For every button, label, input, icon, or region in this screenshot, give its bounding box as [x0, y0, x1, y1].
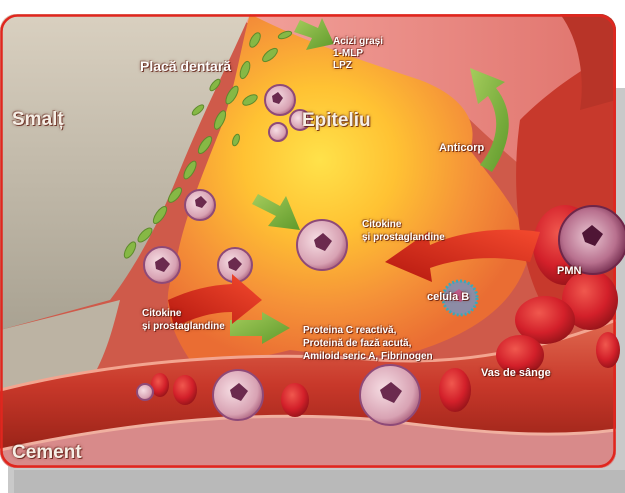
label-pmn: PMN — [557, 265, 581, 278]
label-cement: Cement — [12, 442, 82, 464]
label-smalt: Smalț — [12, 109, 64, 131]
label-amiloid: Amiloid seric A, Fibrinogen — [303, 351, 433, 363]
label-citokine-left-2: și prostaglandine — [142, 321, 225, 333]
label-proteina-c: Proteina C reactivă, — [303, 325, 396, 337]
label-lpz: LPZ — [333, 60, 352, 72]
label-vas-de-sange: Vas de sânge — [481, 367, 551, 380]
label-anticorp: Anticorp — [439, 142, 484, 155]
label-proteina-faza: Proteină de fază acută, — [303, 338, 411, 350]
label-placa-dentara: Placă dentară — [140, 60, 231, 73]
label-acizi-grasi: Acizi grași — [333, 36, 383, 48]
label-citokine-right-2: și prostaglandine — [362, 232, 445, 244]
label-citokine-left-1: Citokine — [142, 308, 181, 320]
label-epiteliu: Epiteliu — [302, 110, 371, 132]
label-celula-b: celula B — [427, 291, 469, 304]
label-1-mlp: 1-MLP — [333, 48, 363, 60]
label-citokine-right-1: Citokine — [362, 219, 401, 231]
